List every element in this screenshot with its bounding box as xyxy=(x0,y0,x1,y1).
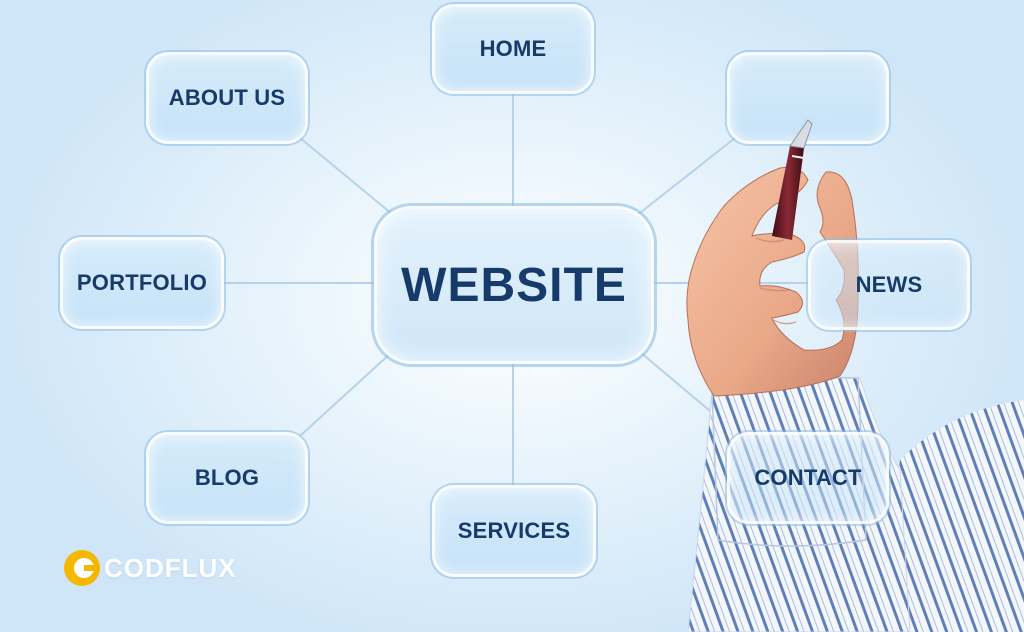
node-contact: CONTACT xyxy=(727,432,889,524)
logo-mark-icon xyxy=(64,550,100,586)
node-home: HOME xyxy=(432,4,594,94)
shirt-torso xyxy=(880,400,1024,632)
connector-blog xyxy=(299,351,393,437)
node-news: NEWS xyxy=(808,240,970,330)
node-blog: BLOG xyxy=(146,432,308,524)
node-services: SERVICES xyxy=(432,485,596,577)
codflux-logo: CODFLUX xyxy=(62,546,237,590)
connector-about xyxy=(299,137,393,215)
connector-blank xyxy=(635,137,736,217)
logo-text: CODFLUX xyxy=(104,552,237,583)
pen xyxy=(772,119,813,240)
node-portfolio: PORTFOLIO xyxy=(60,237,224,329)
node-website: WEBSITE xyxy=(374,206,654,364)
hand xyxy=(686,166,859,397)
node-about-us: ABOUT US xyxy=(146,52,308,144)
